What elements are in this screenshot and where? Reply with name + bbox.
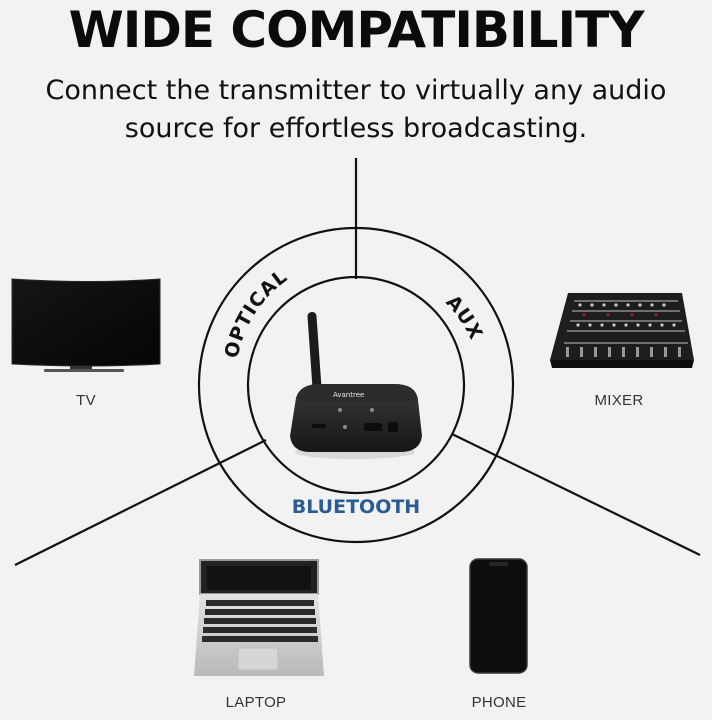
mixer-label: MIXER	[594, 392, 644, 409]
aux-label: AUX	[442, 291, 488, 343]
page-title: WIDE COMPATIBILITY	[68, 1, 645, 59]
mixer-image	[550, 293, 694, 368]
laptop-label: LAPTOP	[225, 694, 287, 711]
line-right	[451, 433, 701, 556]
tv-image	[11, 278, 161, 372]
phone-image	[469, 558, 528, 674]
page-subtitle: Connect the transmitter to virtually any…	[0, 72, 712, 148]
connection-lines	[14, 158, 701, 566]
svg-text:Avantree: Avantree	[333, 391, 364, 399]
laptop-image	[194, 559, 324, 676]
transmitter-image: Avantree	[290, 312, 422, 459]
line-left	[14, 439, 267, 566]
phone-label: PHONE	[471, 694, 527, 711]
outer-ring	[197, 226, 515, 544]
tv-label: TV	[76, 392, 96, 409]
inner-ring	[246, 275, 466, 495]
subtitle-line-1: Connect the transmitter to virtually any…	[45, 75, 667, 106]
subtitle-line-2: source for effortless broadcasting.	[124, 113, 588, 144]
bluetooth-label: BLUETOOTH	[291, 496, 421, 518]
